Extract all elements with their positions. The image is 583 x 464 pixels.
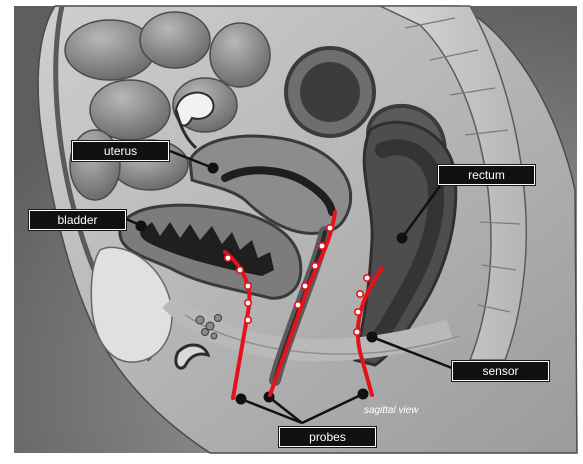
label-probes-text: probes [309, 430, 346, 444]
label-sensor: sensor [452, 361, 549, 381]
probe-vaginal-sensor-1 [295, 302, 301, 308]
label-bladder-text: bladder [57, 213, 97, 227]
probe-bladder-sensor-3 [245, 283, 251, 289]
label-sensor-text: sensor [482, 364, 518, 378]
label-uterus: uterus [72, 141, 169, 161]
label-probes: probes [279, 427, 376, 447]
probe-rectal-sensor-1 [354, 329, 360, 335]
probe-vaginal-sensor-4 [319, 243, 325, 249]
probe-bladder-sensor-2 [245, 300, 251, 306]
label-bladder: bladder [29, 210, 126, 230]
view-caption: sagittal view [364, 405, 418, 416]
probe-bladder-sensor-1 [245, 317, 251, 323]
probe-bladder-sensor-5 [225, 255, 231, 261]
label-rectum-text: rectum [468, 168, 505, 182]
probe-vaginal-sensor-3 [312, 263, 318, 269]
probe-vaginal-sensor-2 [302, 283, 308, 289]
probe-rectal-sensor-4 [364, 275, 370, 281]
label-uterus-text: uterus [104, 144, 137, 158]
label-rectum: rectum [438, 165, 535, 185]
probe-vaginal-sensor-5 [327, 225, 333, 231]
probe-rectal-sensor-3 [357, 291, 363, 297]
probe-bladder-sensor-4 [237, 267, 243, 273]
probe-rectal-sensor-2 [355, 309, 361, 315]
